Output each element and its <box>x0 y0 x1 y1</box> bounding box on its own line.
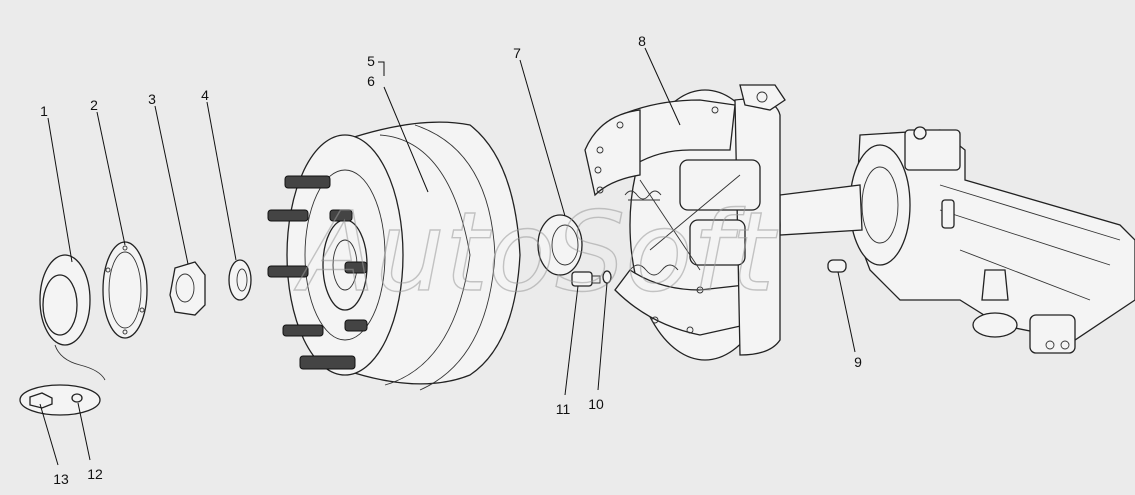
callout-7: 7 <box>513 45 521 61</box>
oil-seal <box>537 214 583 276</box>
hub-nut <box>169 261 206 316</box>
cap-fasteners <box>19 384 101 416</box>
callout-4: 4 <box>201 87 209 103</box>
callout-9: 9 <box>854 354 862 370</box>
watermark-text: AutoSoft <box>294 188 778 316</box>
hub-cap <box>39 254 106 381</box>
leader-lines <box>39 47 856 466</box>
callout-1: 1 <box>40 103 48 119</box>
dowel-pin <box>827 259 847 273</box>
callout-12: 12 <box>87 466 103 482</box>
callout-2: 2 <box>90 97 98 113</box>
wheel-studs <box>267 175 368 370</box>
gasket <box>102 241 148 339</box>
axle-knuckle <box>779 126 1135 354</box>
callout-10: 10 <box>588 396 604 412</box>
callout-6: 6 <box>367 73 375 89</box>
callout-11: 11 <box>556 401 571 417</box>
brake-assembly <box>584 84 786 361</box>
brake-drum <box>286 121 521 391</box>
callout-13: 13 <box>53 471 69 487</box>
bolt-washer <box>571 270 612 287</box>
callout-labels: 1 2 3 4 5 6 7 8 9 10 11 12 13 <box>40 33 862 487</box>
callout-5: 5 <box>367 53 375 69</box>
callout-8: 8 <box>638 33 646 49</box>
washer <box>228 259 252 301</box>
callout-3: 3 <box>148 91 156 107</box>
